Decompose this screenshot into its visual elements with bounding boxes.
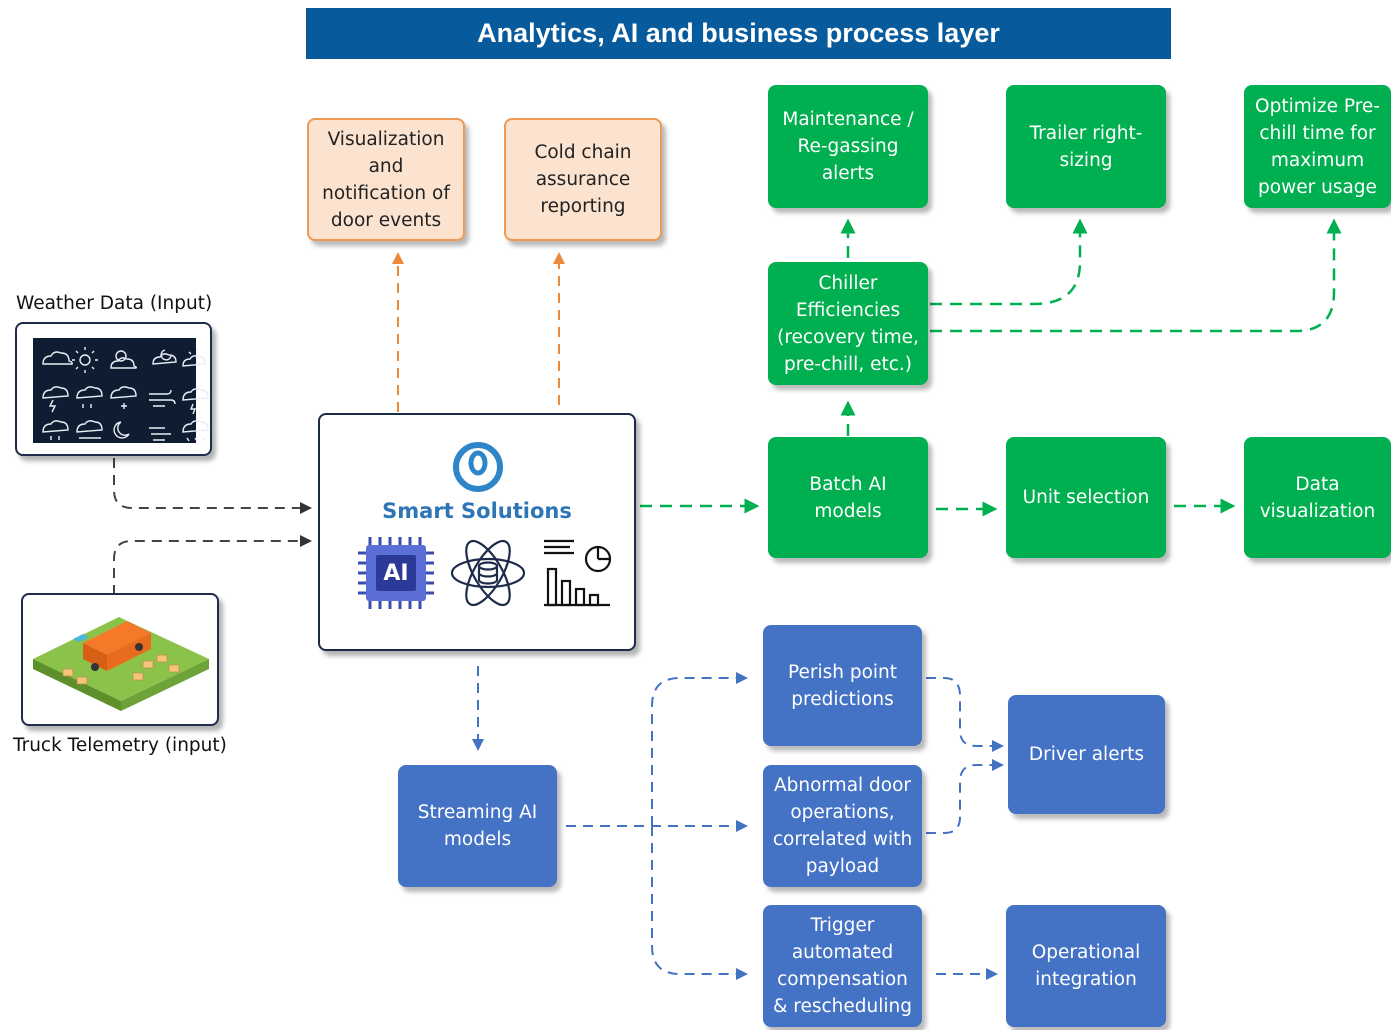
cloud-icon [42, 351, 73, 365]
ai-chip-label: AI [383, 560, 409, 586]
rain-icon [76, 386, 103, 408]
streaming-ai-models-box: Streaming AI models [398, 765, 557, 887]
streaming-to-perish-arrow [651, 672, 748, 826]
hail-icon [182, 420, 209, 442]
perish-point-predictions-box: Perish point predictions [763, 625, 922, 746]
truck-telemetry-label: Truck Telemetry (input) [13, 735, 227, 756]
smart-solutions-title: Smart Solutions [382, 499, 572, 523]
truck-icon [73, 621, 151, 671]
snow-icon [110, 386, 137, 409]
moon-icon [113, 421, 130, 439]
smart-solutions-hub: Smart Solutions AI [318, 413, 636, 651]
maintenance-regassing-box: Maintenance / Re-gassing alerts [768, 85, 928, 208]
abnormal-door-operations-box: Abnormal door operations, correlated wit… [763, 765, 922, 887]
sun-cloud-icon [182, 348, 206, 367]
weather-to-hub-arrow [113, 458, 312, 514]
weather-data-label: Weather Data (Input) [16, 293, 213, 314]
partly-cloudy-icon [110, 350, 137, 369]
chiller-to-trailer-arrow [930, 218, 1088, 306]
header-banner: Analytics, AI and business process layer [306, 8, 1171, 59]
smart-solutions-logo-icon [453, 442, 503, 492]
truck-to-hub-arrow [113, 535, 312, 595]
trigger-compensation-box: Trigger automated compensation & resched… [763, 905, 922, 1027]
fog-icon [76, 420, 103, 439]
operational-integration-box: Operational integration [1006, 905, 1166, 1027]
cold-chain-assurance-box: Cold chain assurance reporting [504, 118, 662, 241]
chiller-efficiencies-box: Chiller Efficiencies (recovery time, pre… [768, 262, 928, 385]
driver-alerts-box: Driver alerts [1008, 695, 1165, 814]
optimize-prechill-box: Optimize Pre- chill time for maximum pow… [1244, 85, 1391, 208]
sun-icon [72, 347, 98, 373]
chiller-to-optimize-arrow [930, 218, 1342, 333]
data-visualization-box: Data visualization [1244, 437, 1391, 558]
weather-data-image [15, 322, 212, 456]
chart-report-icon [544, 539, 612, 607]
batch-ai-models-box: Batch AI models [768, 437, 928, 558]
night-storm-icon [182, 388, 209, 415]
wind-icon [149, 389, 176, 407]
weather-icons-grid [33, 338, 209, 443]
unit-selection-box: Unit selection [1006, 437, 1166, 558]
storm-icon [42, 386, 69, 413]
perish-to-driver-arrow [926, 677, 1004, 752]
cloudy-moon-icon [152, 349, 177, 365]
truck-telemetry-image [21, 593, 219, 726]
atom-database-icon [450, 539, 526, 607]
ai-chip-icon: AI [356, 533, 436, 613]
abnormal-to-driver-arrow [926, 759, 1004, 834]
windy-icon [149, 427, 171, 441]
visualization-notification-box: Visualization and notification of door e… [307, 118, 465, 241]
streaming-to-trigger-arrow [651, 826, 748, 980]
trailer-right-sizing-box: Trailer right- sizing [1006, 85, 1166, 208]
truck-illustration [33, 617, 209, 711]
drizzle-icon [42, 420, 69, 440]
